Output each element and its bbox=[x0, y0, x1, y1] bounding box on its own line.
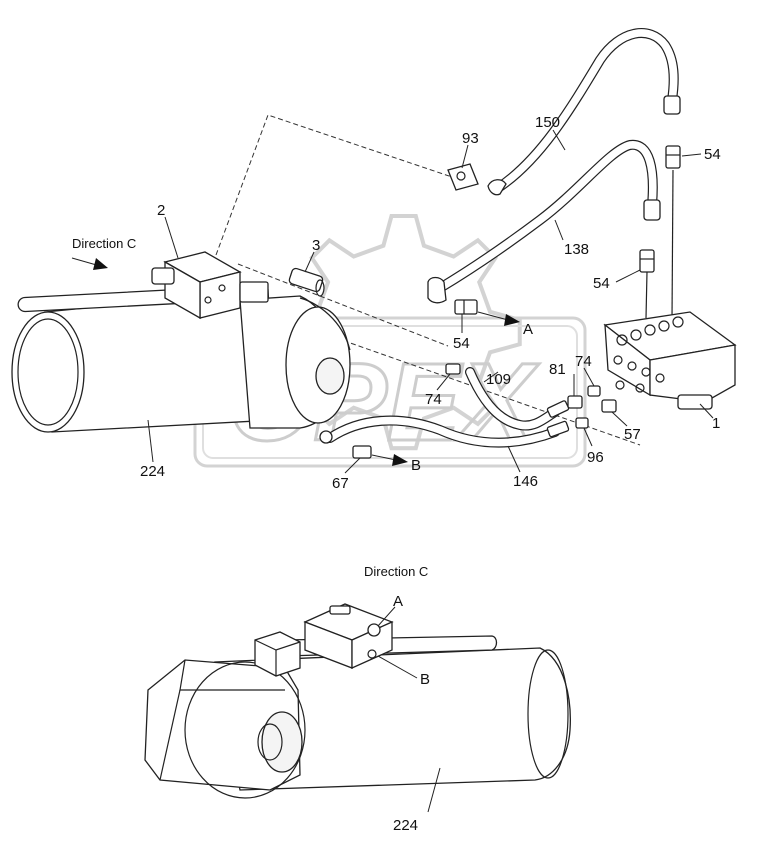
hose-150 bbox=[493, 28, 681, 193]
detail-view: Direction C A B 224 bbox=[144, 564, 571, 834]
callout-96: 96 bbox=[587, 449, 604, 466]
label-direction-c: Direction C bbox=[72, 236, 136, 251]
callout-138: 138 bbox=[564, 241, 589, 258]
callout-146: 146 bbox=[513, 473, 538, 490]
fitting-81 bbox=[567, 395, 583, 409]
callout-74-left: 74 bbox=[425, 391, 442, 408]
callout-54-upper: 54 bbox=[704, 146, 721, 163]
cylinder-224 bbox=[11, 289, 351, 433]
callout-93: 93 bbox=[462, 130, 479, 147]
fitting-3 bbox=[288, 267, 325, 297]
fitting-54-middle bbox=[639, 249, 655, 273]
fitting-57 bbox=[601, 399, 617, 413]
callout-74-right: 74 bbox=[575, 353, 592, 370]
direction-c-arrow bbox=[71, 257, 108, 270]
callout-2: 2 bbox=[157, 202, 165, 219]
label-arrow-a: A bbox=[523, 321, 533, 338]
detail-callout-224: 224 bbox=[393, 817, 418, 834]
fitting-74-left bbox=[445, 363, 461, 375]
arrow-b bbox=[371, 454, 408, 466]
callout-67: 67 bbox=[332, 475, 349, 492]
label-arrow-b: B bbox=[411, 457, 421, 474]
hose-146 bbox=[319, 415, 570, 448]
detail-port-b: B bbox=[420, 671, 430, 688]
callout-109: 109 bbox=[486, 371, 511, 388]
detail-title: Direction C bbox=[364, 564, 428, 579]
reference-line bbox=[237, 263, 449, 347]
control-valve-1 bbox=[603, 311, 737, 410]
fitting-67 bbox=[352, 445, 372, 459]
hose-138 bbox=[427, 139, 661, 304]
callout-54-lower: 54 bbox=[453, 335, 470, 352]
fitting-93 bbox=[447, 163, 507, 196]
hose-109 bbox=[465, 367, 570, 431]
valve-block-2 bbox=[151, 251, 269, 320]
fitting-54-upper bbox=[665, 145, 681, 169]
callout-224-upper: 224 bbox=[140, 463, 165, 480]
callout-150: 150 bbox=[535, 114, 560, 131]
reference-line bbox=[215, 114, 456, 256]
leader-lines bbox=[147, 129, 714, 474]
callout-3: 3 bbox=[312, 237, 320, 254]
fitting-74-right bbox=[587, 385, 601, 397]
callout-54-middle: 54 bbox=[593, 275, 610, 292]
feed-line bbox=[671, 169, 674, 321]
fitting-96 bbox=[575, 417, 589, 429]
fitting-54-lower bbox=[454, 299, 478, 315]
detail-port-a: A bbox=[393, 593, 403, 610]
feed-line bbox=[645, 271, 648, 319]
arrow-a bbox=[477, 311, 520, 326]
callout-57: 57 bbox=[624, 426, 641, 443]
callout-81: 81 bbox=[549, 361, 566, 378]
callout-1: 1 bbox=[712, 415, 720, 432]
